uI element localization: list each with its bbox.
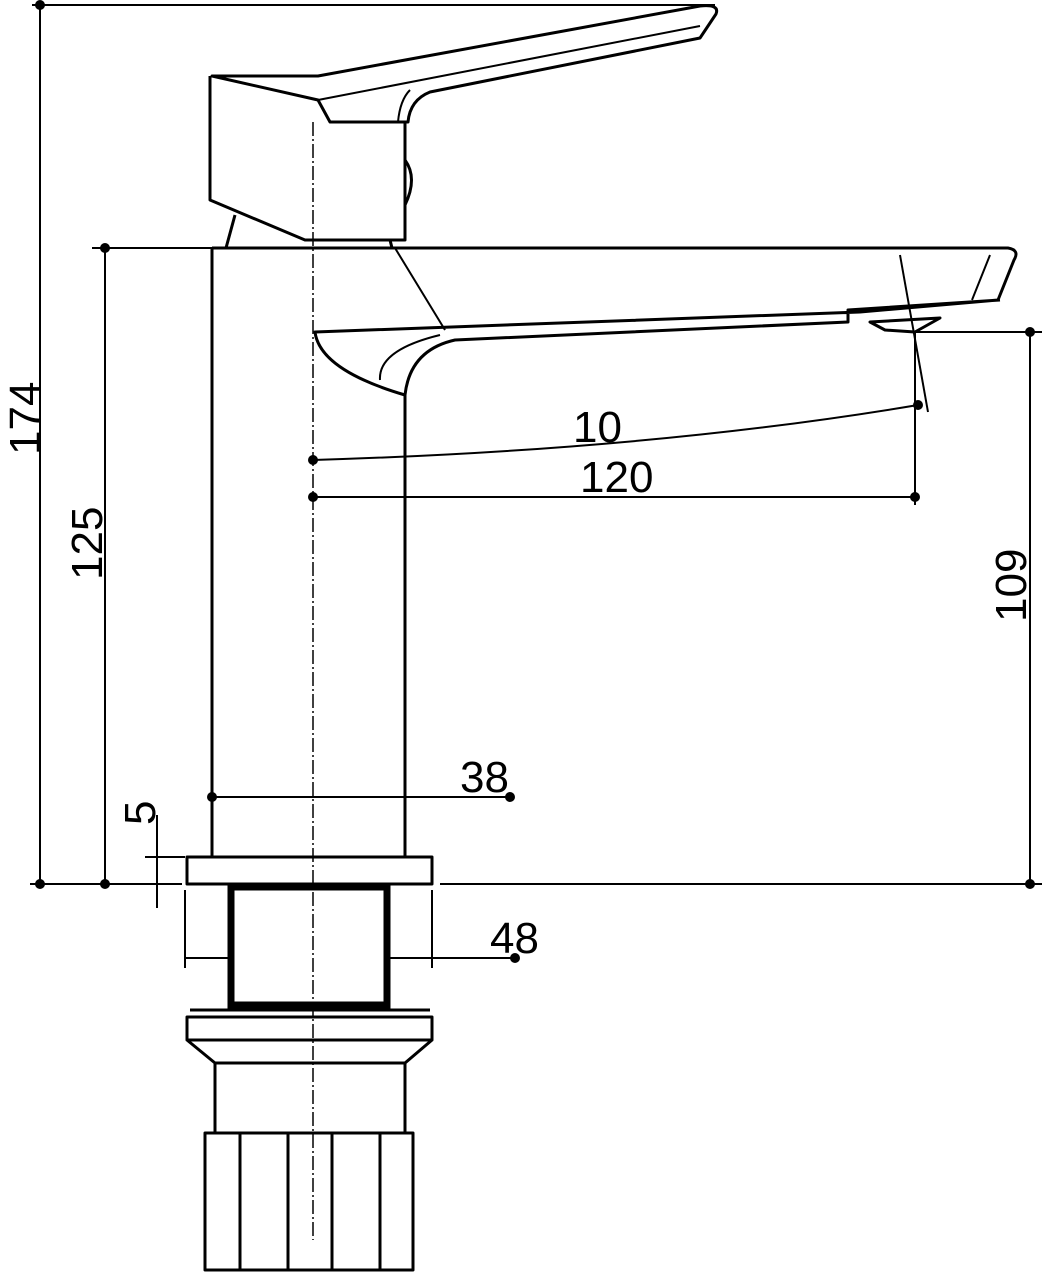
handle-body [208,76,407,242]
dim-125-label: 125 [63,507,112,580]
handle-lever-inner [317,25,701,123]
body-column [210,248,407,857]
dim-174-label: 174 [1,382,50,455]
dim-10-label: 10 [573,403,622,452]
aerator [868,316,942,334]
handle-knob [403,159,413,206]
lock-nut [185,1008,434,1133]
spout [212,246,1018,397]
hex-nut-facets [238,1133,382,1270]
dim-38-label: 38 [460,753,509,802]
spout-inner [378,247,991,381]
dim-5-label: 5 [116,801,165,825]
dim-109-label: 109 [987,549,1036,622]
faucet-outline [185,4,1018,1272]
base-plate [185,855,434,886]
threaded-shank [227,883,391,1009]
dimension-labels: 174 125 109 120 10 38 5 48 [1,382,1036,963]
dimension-lines [30,0,1042,968]
dim-10-arc [308,400,923,465]
dim-48-label: 48 [490,914,539,963]
dim-120-label: 120 [580,453,653,502]
hex-nut [203,1131,415,1272]
handle-neck [224,214,394,249]
handle-lever [210,4,719,124]
